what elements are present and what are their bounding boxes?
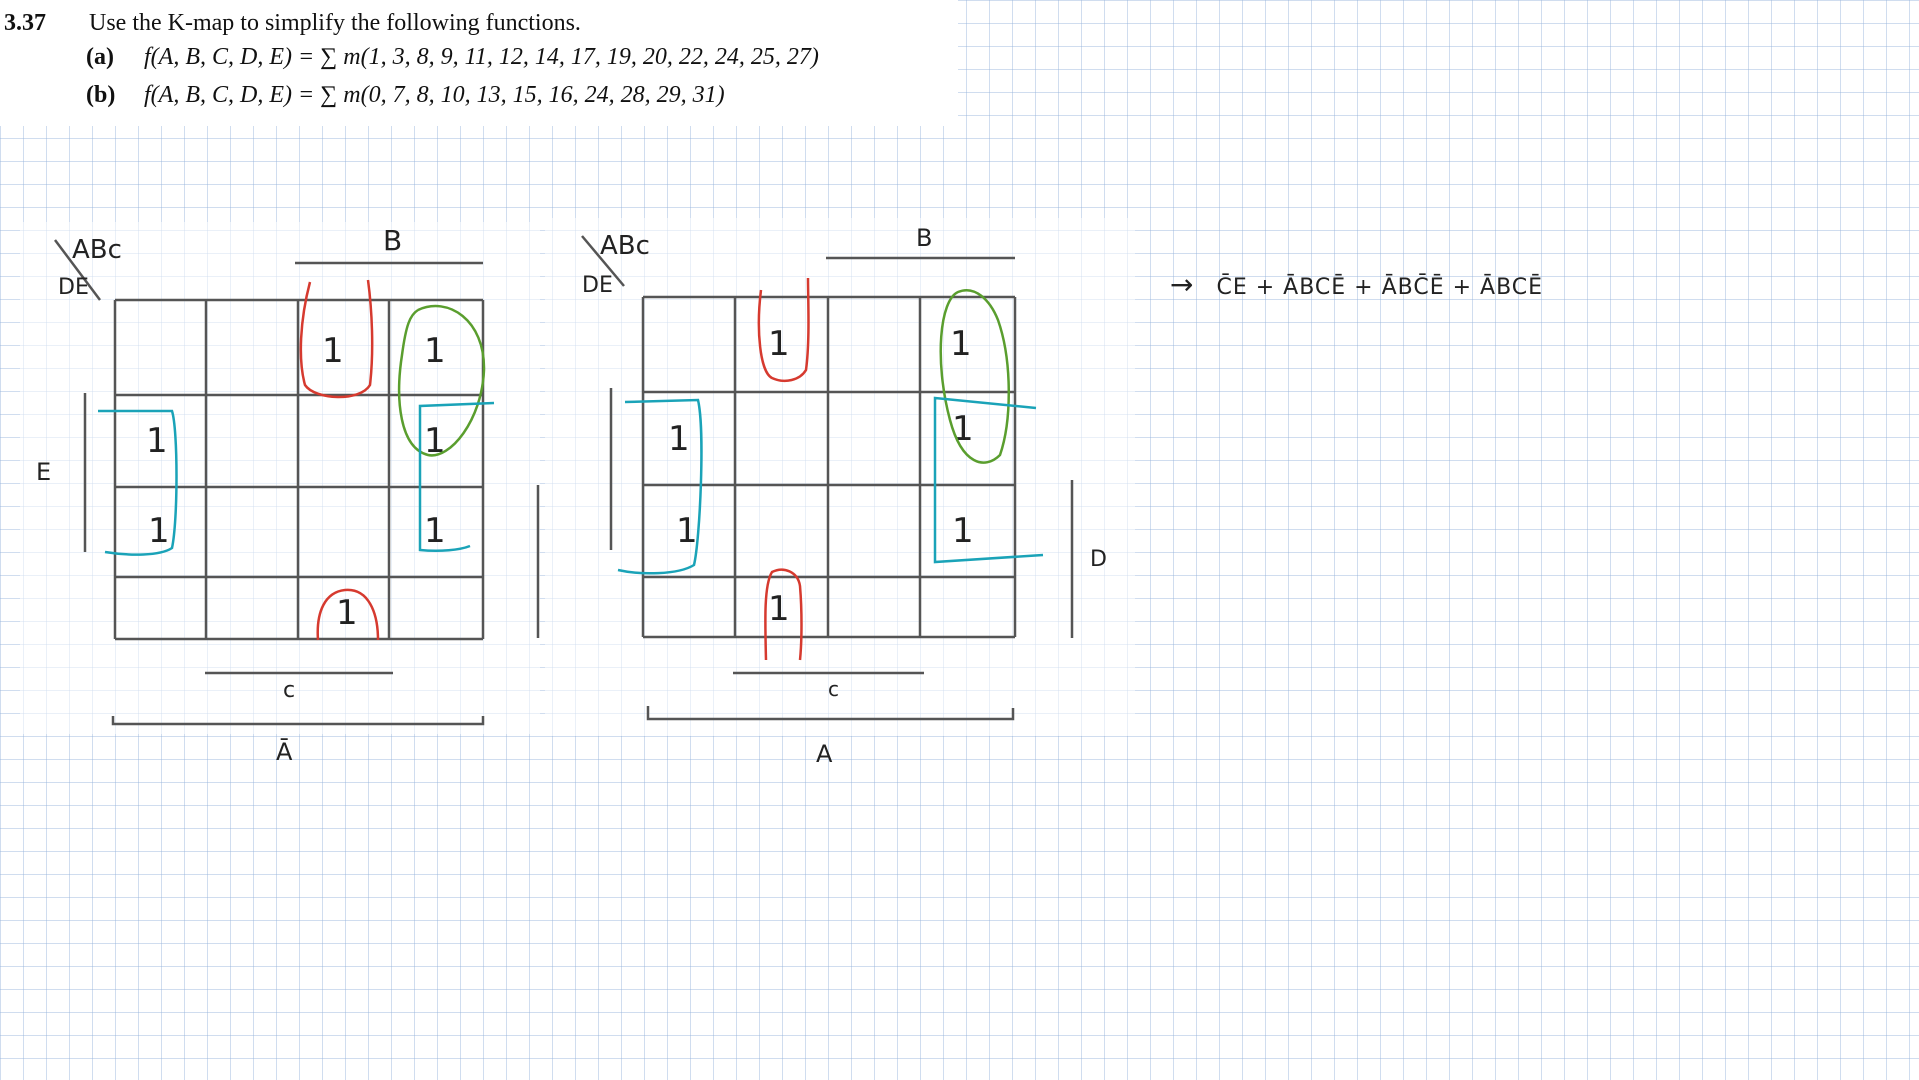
kmap-left-one: 1 [424,421,446,461]
kmap-left-label-c: c [283,678,295,703]
kmap-left-one: 1 [146,421,168,461]
kmap-right-one: 1 [768,589,790,629]
kmap-left-labels: ABc DE B E c Ā [36,224,402,766]
result-text: C̄E + ĀBCĒ + ĀBC̄Ē + ĀBCĒ [1216,275,1544,300]
kmap-right-one: 1 [668,419,690,459]
kmap-right-label-d: D [1090,547,1107,572]
kmap-left-ones: 1 1 1 1 1 1 1 [146,331,446,633]
kmap-left-one: 1 [322,331,344,371]
part-a: (a) f(A, B, C, D, E) = ∑ m(1, 3, 8, 9, 11… [86,44,819,71]
kmap-left-panel [20,222,540,734]
kmap-left [54,239,540,726]
problem-text: Use the K-map to simplify the following … [89,10,581,36]
kmap-right-label-c: c [828,677,839,701]
kmap-left-one: 1 [424,511,446,551]
kmap-right-one: 1 [768,324,790,364]
kmap-left-groupings [98,279,495,641]
kmap-right-one: 1 [676,511,698,551]
problem-statement: 3.37 Use the K-map to simplify the follo… [0,0,958,126]
kmap-right-corner-bottom: DE [582,273,613,298]
part-a-function: f(A, B, C, D, E) = ∑ m(1, 3, 8, 9, 11, 1… [144,44,819,70]
kmap-right-one: 1 [952,511,974,551]
kmap-right-one: 1 [950,324,972,364]
part-b: (b) f(A, B, C, D, E) = ∑ m(0, 7, 8, 10, 1… [86,82,725,109]
kmap-left-label-b: B [383,224,402,257]
kmap-left-label-e: E [36,458,51,486]
kmap-right [581,235,1074,721]
kmap-left-one: 1 [424,331,446,371]
kmap-right-label-b: B [916,224,932,252]
kmap-left-corner-top: ABc [72,235,122,265]
kmap-left-one: 1 [148,511,170,551]
kmap-right-groupings [617,277,1044,661]
part-a-tag: (a) [86,44,114,70]
kmap-right-label-a: A [816,740,833,768]
kmap-right-one: 1 [952,409,974,449]
kmap-left-corner-bottom: DE [58,275,89,300]
problem-number: 3.37 [4,10,46,36]
arrow-right-icon: → [1170,268,1195,301]
kmap-right-ones: 1 1 1 1 1 1 1 [668,324,974,629]
result-expression: → C̄E + ĀBCĒ + ĀBC̄Ē + ĀBCĒ [1170,268,1543,301]
part-b-tag: (b) [86,82,116,108]
part-b-function: f(A, B, C, D, E) = ∑ m(0, 7, 8, 10, 13, … [144,82,725,108]
kmap-left-one: 1 [336,593,358,633]
kmap-left-label-a: Ā [276,737,293,766]
kmap-right-corner-top: ABc [600,231,650,261]
kmap-right-labels: ABc DE B D c A [582,224,1107,768]
